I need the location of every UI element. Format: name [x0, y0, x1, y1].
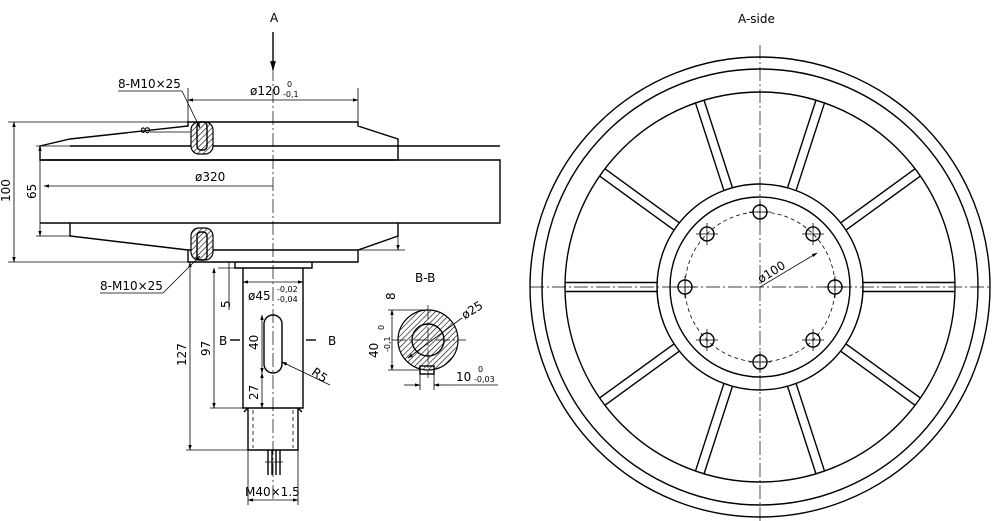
bottom-hub — [187, 250, 359, 263]
bottom-taper — [69, 223, 399, 251]
spoke-edge — [786, 386, 817, 475]
dim-h5: 5 — [219, 300, 233, 308]
front-view: A ø120 0 -0,1 8-M10×25 8 100 65 ø320 — [0, 11, 501, 505]
spoke-edge — [694, 383, 725, 472]
spoke-edge — [604, 168, 680, 224]
wire-leads — [265, 450, 283, 475]
dim-h97: 97 — [199, 341, 213, 356]
rim-ring — [564, 91, 956, 483]
shaft — [242, 268, 304, 409]
chamfer-l — [243, 407, 249, 413]
spoke-edge — [604, 350, 680, 406]
dim-key10-tol-dn: -0,03 — [474, 375, 495, 384]
dim-sec40-tol-up: 0 — [377, 325, 386, 330]
dim-dia45-tol-dn: -0,04 — [277, 295, 298, 304]
dim-h8-top: 8 — [139, 126, 153, 134]
chamfer-r — [297, 407, 303, 413]
dim-dia120-tol-up: 0 — [287, 80, 292, 89]
spoke-edge — [845, 175, 921, 231]
outer-rim — [529, 56, 991, 518]
a-side-view: A-side ø100 — [529, 12, 991, 521]
dim-h40: 40 — [247, 335, 261, 350]
keyway-slot — [263, 314, 283, 374]
dim-h8-right: 8 — [384, 292, 398, 300]
dim-thread: M40×1.5 — [245, 485, 300, 499]
dim-dia120-tol-dn: -0,1 — [283, 90, 299, 99]
dim-h65: 65 — [25, 184, 39, 199]
dim-bolts-top: 8-M10×25 — [118, 77, 181, 91]
dim-h100: 100 — [0, 179, 13, 202]
spoke-edge — [599, 343, 675, 399]
spoke-edge — [840, 168, 916, 224]
hub-inner — [669, 196, 851, 378]
hub-outer — [656, 183, 864, 391]
bolt-hole-bottom — [190, 227, 214, 261]
section-bb-view: B-B 40 0 -0,1 ø25 10 0 -0,03 — [367, 271, 498, 390]
section-mark-b-right: B — [328, 334, 336, 348]
bolt-hole-top — [190, 121, 214, 155]
spoke-edge — [703, 99, 734, 188]
outer-rim-inner — [541, 68, 979, 506]
dim-sec40-tol-dn: -0,1 — [383, 336, 392, 352]
spoke-edge — [845, 343, 921, 399]
threaded-end — [247, 408, 299, 451]
spoke-edge — [703, 386, 734, 475]
spoke-edge — [840, 350, 916, 406]
dim-dia45-tol-up: -0,02 — [277, 285, 298, 294]
bolt-hole-top-inner — [196, 121, 208, 151]
dim-h27: 27 — [247, 385, 261, 400]
dim-sec-dia25: ø25 — [459, 298, 486, 322]
shaft-collar — [234, 262, 313, 269]
section-title: B-B — [415, 271, 435, 285]
dim-h127: 127 — [175, 343, 189, 366]
spoke-edge — [694, 102, 725, 191]
leader-dia100 — [759, 252, 818, 288]
spoke-edge — [786, 99, 817, 188]
dim-key10: 10 — [456, 370, 471, 384]
spoke-edge — [599, 175, 675, 231]
view-label-a: A — [270, 11, 279, 25]
bolt-hole-bottom-inner — [196, 231, 208, 261]
top-hub — [39, 121, 399, 161]
dim-dia100: ø100 — [755, 258, 788, 286]
dim-r5: R5 — [309, 365, 330, 386]
dim-key10-tol-up: 0 — [478, 365, 483, 374]
dim-dia120: ø120 — [250, 84, 280, 98]
dim-dia320: ø320 — [195, 170, 225, 184]
main-disc — [40, 159, 501, 224]
spoke-edge — [795, 102, 826, 191]
dim-sec40: 40 — [367, 343, 381, 358]
spokes — [565, 99, 955, 475]
leader-dia25 — [407, 317, 463, 359]
spoke-edge — [795, 383, 826, 472]
aside-title: A-side — [738, 12, 775, 26]
dim-dia45: ø45 — [248, 289, 271, 303]
leader-r5 — [281, 361, 331, 386]
bolt-holes — [674, 201, 846, 373]
dim-bolts-bottom: 8-M10×25 — [100, 279, 163, 293]
section-mark-b-left: B — [219, 334, 227, 348]
